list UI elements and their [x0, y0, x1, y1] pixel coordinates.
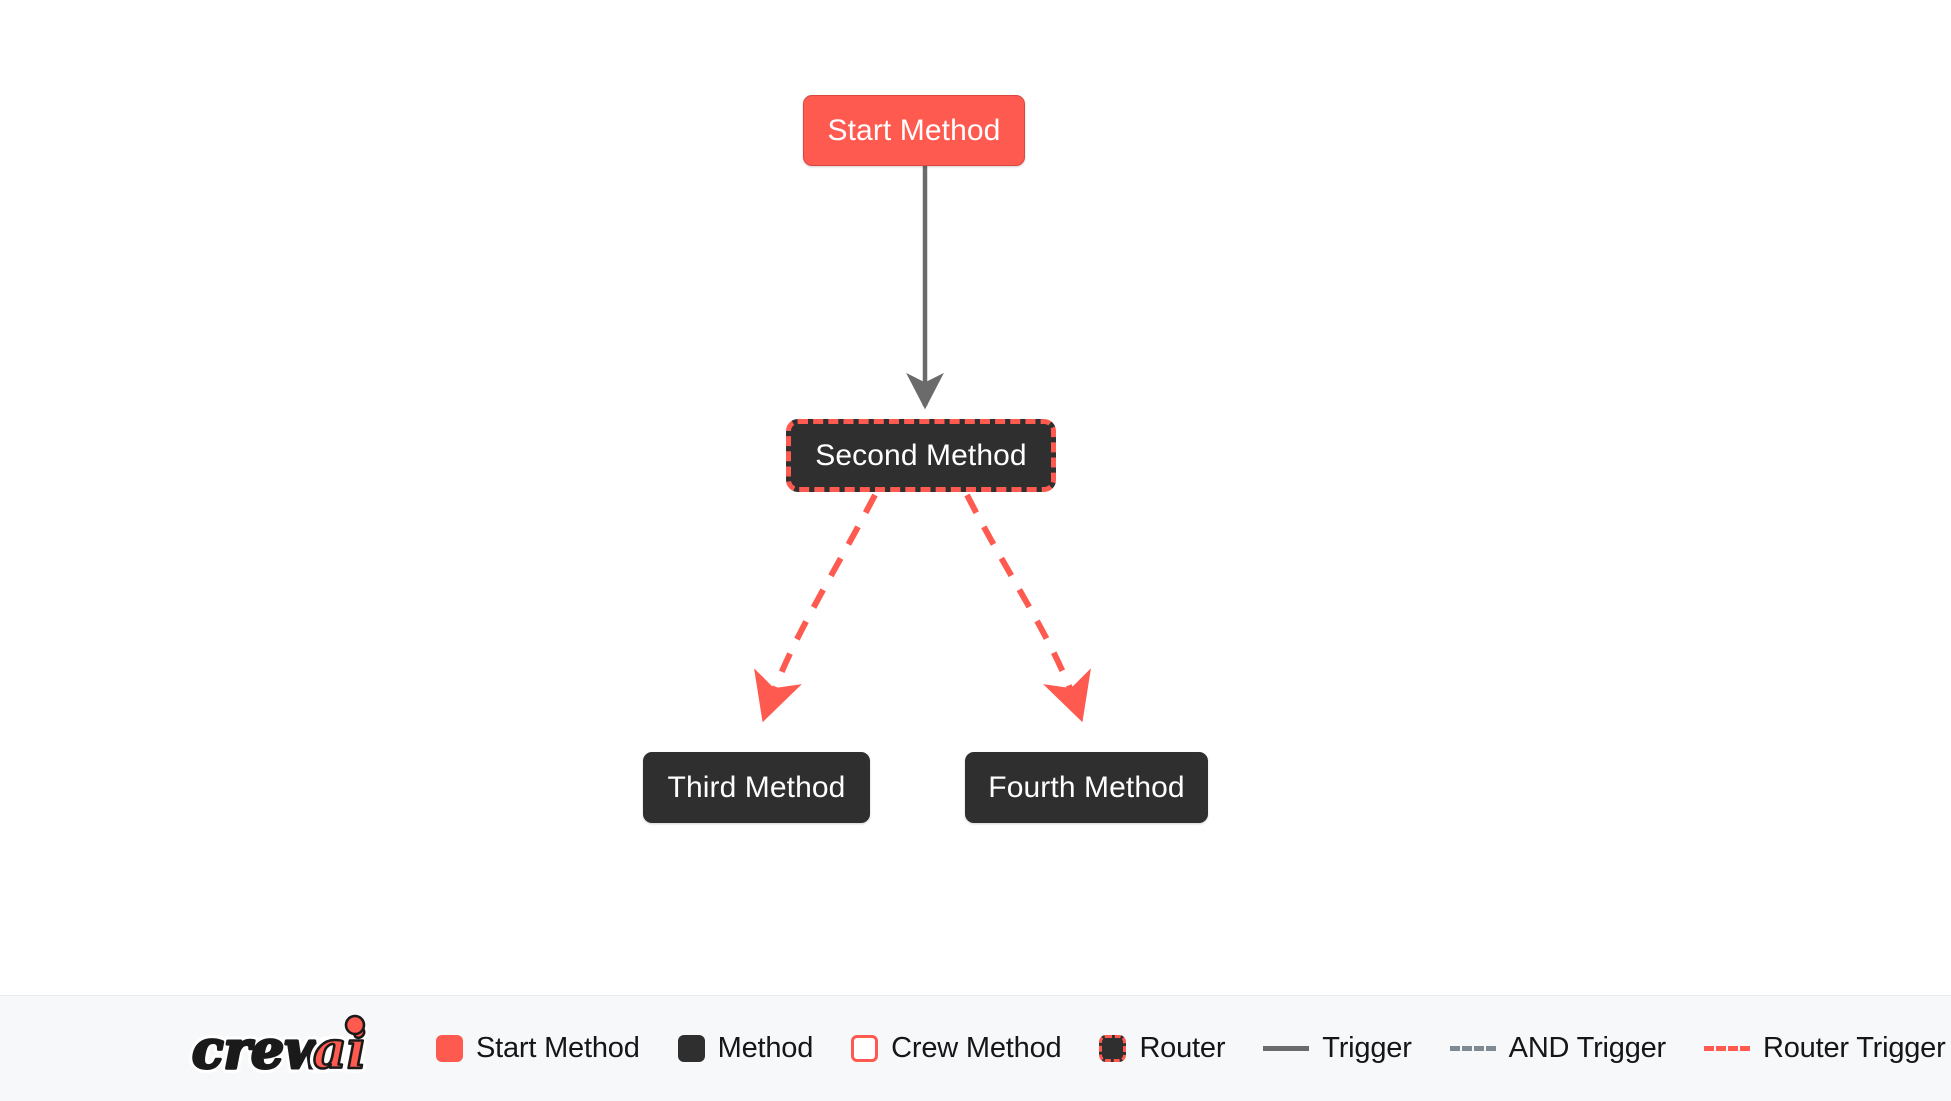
- trigger-line-icon: [1263, 1046, 1310, 1051]
- node-second-method-label: Second Method: [815, 438, 1027, 472]
- legend-item-router: Router: [1099, 1032, 1225, 1065]
- legend-bar: crew crew ai ai Start Method Method Crew…: [0, 995, 1951, 1101]
- legend-item-and-trigger: AND Trigger: [1449, 1032, 1667, 1065]
- edge-second-to-fourth: [964, 493, 1091, 723]
- crewai-logo-outline: crew: [192, 1020, 331, 1081]
- flow-canvas[interactable]: Start Method Second Method Third Method …: [0, 0, 1951, 995]
- node-fourth-method-label: Fourth Method: [988, 770, 1185, 804]
- router-trigger-line-icon: [1704, 1046, 1751, 1051]
- node-third-method-label: Third Method: [667, 770, 846, 804]
- legend-label-method: Method: [717, 1032, 814, 1064]
- and-trigger-line-icon: [1449, 1046, 1496, 1051]
- node-third-method[interactable]: Third Method: [643, 752, 870, 823]
- legend-item-method: Method: [677, 1032, 814, 1065]
- node-start-method[interactable]: Start Method: [803, 95, 1025, 166]
- legend-label-crew-method: Crew Method: [891, 1032, 1062, 1064]
- legend-item-trigger: Trigger: [1263, 1032, 1412, 1065]
- legend-label-and-trigger: AND Trigger: [1508, 1032, 1667, 1064]
- node-start-method-label: Start Method: [827, 113, 1001, 147]
- edge-second-to-third: [754, 493, 878, 723]
- crewai-logo-crew: crew: [192, 1020, 331, 1081]
- start-method-swatch-icon: [436, 1035, 463, 1062]
- legend-item-start-method: Start Method: [436, 1032, 640, 1065]
- crewai-logo: crew crew ai ai: [188, 1014, 371, 1085]
- crew-method-swatch-icon: [851, 1035, 879, 1062]
- legend-item-router-trigger: Router Trigger: [1704, 1032, 1946, 1065]
- legend-label-trigger: Trigger: [1322, 1032, 1412, 1064]
- node-fourth-method[interactable]: Fourth Method: [965, 752, 1208, 823]
- router-swatch-icon: [1099, 1035, 1127, 1062]
- legend-label-start-method: Start Method: [476, 1032, 640, 1064]
- legend-label-router-trigger: Router Trigger: [1763, 1032, 1946, 1064]
- legend-label-router: Router: [1139, 1032, 1226, 1064]
- crewai-logo-dot: [344, 1014, 366, 1035]
- node-second-method[interactable]: Second Method: [786, 419, 1056, 492]
- method-swatch-icon: [677, 1035, 705, 1062]
- legend-item-crew-method: Crew Method: [851, 1032, 1062, 1065]
